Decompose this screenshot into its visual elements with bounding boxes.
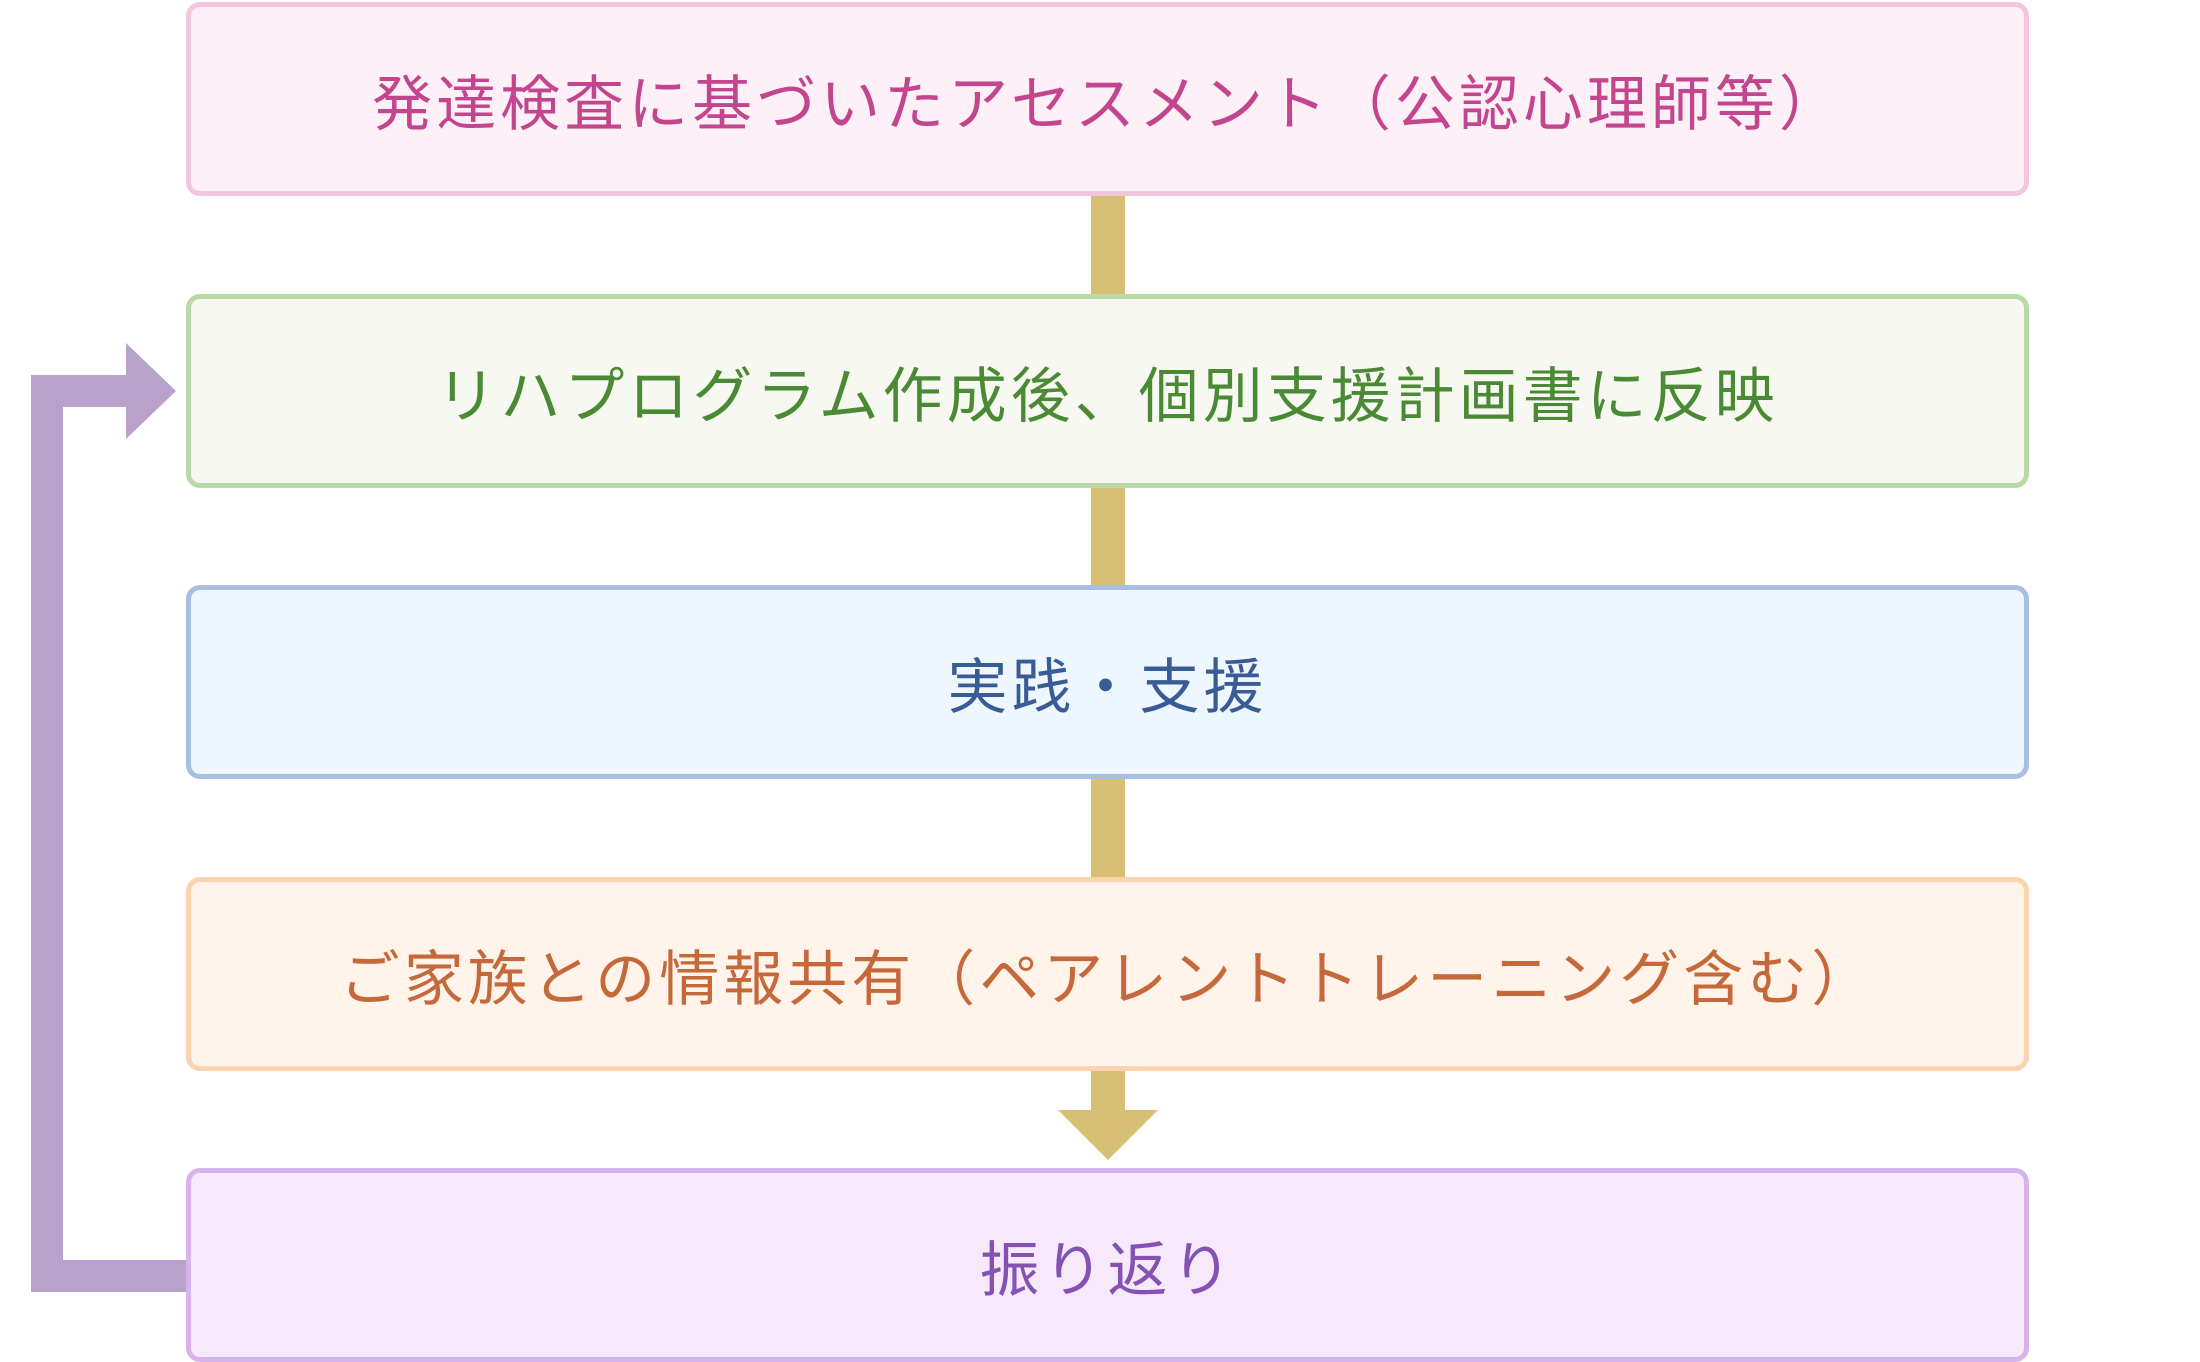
step-family-sharing: ご家族との情報共有（ペアレントトレーニング含む） [186, 877, 2029, 1071]
connector-2-3 [1091, 488, 1125, 585]
feedback-loop-arrowhead [126, 343, 176, 439]
step-practice-support-label: 実践・支援 [947, 652, 1268, 723]
feedback-loop-arrow [31, 375, 186, 1292]
connector-4-5-arrowhead [1058, 1110, 1158, 1160]
step-program-planning: リハプログラム作成後、個別支援計画書に反映 [186, 294, 2029, 488]
connector-1-2 [1091, 196, 1125, 294]
connector-4-5-shaft [1091, 1071, 1125, 1115]
step-assessment: 発達検査に基づいたアセスメント（公認心理師等） [186, 2, 2029, 196]
step-review: 振り返り [186, 1168, 2029, 1362]
step-review-label: 振り返り [979, 1235, 1236, 1306]
step-assessment-label: 発達検査に基づいたアセスメント（公認心理師等） [372, 69, 1843, 140]
step-practice-support: 実践・支援 [186, 585, 2029, 779]
connector-3-4 [1091, 779, 1125, 877]
step-family-sharing-label: ご家族との情報共有（ペアレントトレーニング含む） [339, 944, 1876, 1015]
step-program-planning-label: リハプログラム作成後、個別支援計画書に反映 [436, 361, 1779, 432]
